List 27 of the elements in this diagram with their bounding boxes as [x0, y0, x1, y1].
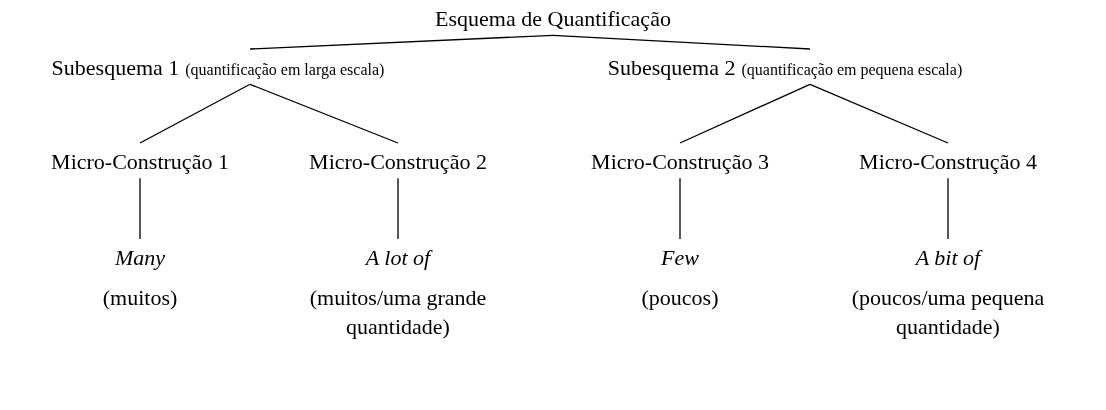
node-label: Subesquema 1 [51, 55, 180, 81]
connector-line [397, 177, 399, 240]
connector-line [679, 83, 811, 144]
node-note: (quantificação em pequena escala) [741, 61, 963, 80]
connector-line [679, 177, 681, 240]
translation-text: (muitos) [101, 284, 179, 313]
node-label: Few [661, 245, 699, 271]
node-note: (quantificação em larga escala) [185, 61, 385, 80]
translation-text: (muitos/uma grande quantidade) [308, 284, 488, 341]
node-label: Subesquema 2 [607, 55, 736, 81]
node-label: A bit of [915, 245, 981, 271]
node-label: A lot of [365, 245, 431, 271]
connector-line [249, 34, 554, 50]
connector-line [947, 177, 949, 240]
node-label: Many [114, 245, 166, 271]
node-label: Micro-Construção 1 [51, 149, 229, 175]
node-label: Micro-Construção 2 [309, 149, 487, 175]
translation-text: (poucos) [640, 284, 720, 313]
node-label: Micro-Construção 3 [591, 149, 769, 175]
connector-line [809, 83, 949, 144]
translation-text: (poucos/uma pequena quantidade) [850, 284, 1046, 341]
connector-line [552, 34, 811, 50]
node-label: Micro-Construção 4 [859, 149, 1037, 175]
node-label: Esquema de Quantificação [435, 6, 671, 32]
connector-line [249, 83, 399, 144]
connector-line [139, 83, 251, 144]
connector-line [139, 177, 141, 240]
